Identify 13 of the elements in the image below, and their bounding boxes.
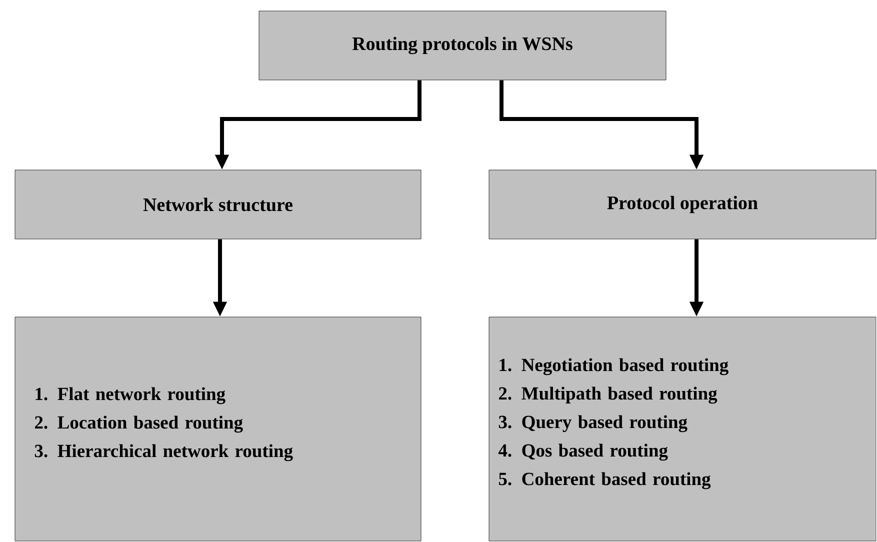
list-item: 4. Qos based routing <box>498 444 668 461</box>
list-item: 3. Query based routing <box>498 415 688 432</box>
list-item: 5. Coherent based routing <box>498 472 711 490</box>
category-box: Network structure <box>14 170 422 240</box>
list-box <box>14 316 422 542</box>
list-item: 1. Flat network routing <box>36 387 226 404</box>
category-box: Protocol operation <box>488 170 876 240</box>
list-item: 1. Negotiation based routing <box>500 358 728 376</box>
list-box <box>488 316 876 542</box>
list-item: 3. Hierarchical network routing <box>34 444 293 462</box>
list-item: 2. Multipath based routing <box>499 386 718 404</box>
list-item: 2. Location based routing <box>35 416 243 433</box>
category-box: Routing protocols in WSNs <box>258 10 666 80</box>
